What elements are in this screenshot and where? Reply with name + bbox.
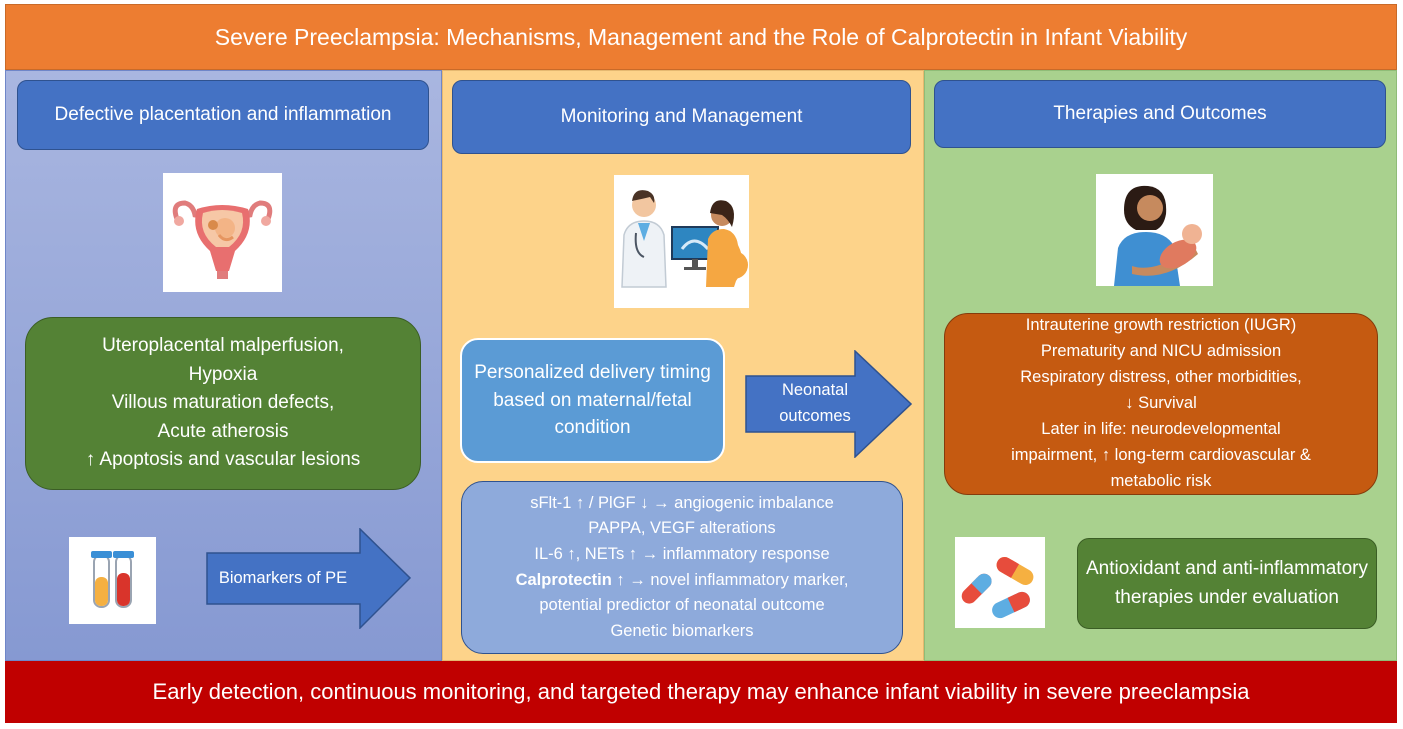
finding-4: Acute atherosis [157,420,289,442]
col3-header-text: Therapies and Outcomes [1053,103,1267,125]
col1-header: Defective placentation and inflammation [17,80,429,150]
biomarker-line-2: PAPPA, VEGF alterations [588,519,776,538]
outcome-line-4: ↓ Survival [1125,394,1197,413]
finding-5: ↑ Apoptosis and vascular lesions [85,449,361,471]
biomarker-line-1: sFlt-1 ↑ / PlGF ↓ → angiogenic imbalance [530,493,834,512]
neonatal-outcomes-box: Intrauterine growth restriction (IUGR) P… [944,313,1378,495]
finding-3: Villous maturation defects, [111,392,335,414]
doctor-ultrasound-icon [614,175,749,308]
neonatal-outcomes-arrow: Neonatal outcomes [745,350,912,458]
outcome-line-6: impairment, ↑ long-term cardiovascular & [1011,445,1311,464]
pills-icon [955,537,1045,628]
footer-text: Early detection, continuous monitoring, … [152,679,1250,704]
therapies-box: Antioxidant and anti-inflammatory therap… [1077,538,1377,629]
blood-tubes-icon [69,537,156,624]
biomarkers-box: sFlt-1 ↑ / PlGF ↓ → angiogenic imbalance… [461,481,903,654]
outcome-line-7: metabolic risk [1110,471,1212,490]
biomarker-line-3: IL-6 ↑, NETs ↑ → inflammatory response [534,544,830,563]
biomarkers-arrow-label: Biomarkers of PE [218,568,348,587]
therapies-text: Antioxidant and anti-inflammatory therap… [1086,558,1368,608]
biomarker-line-4: Calprotectin ↑ → novel inflammatory mark… [462,568,902,594]
calprotectin-description: ↑ → novel inflammatory marker, [611,570,849,589]
title-banner: Severe Preeclampsia: Mechanisms, Managem… [5,4,1397,70]
finding-2: Hypoxia [188,363,258,385]
calprotectin-label: Calprotectin [515,570,612,589]
col3-header: Therapies and Outcomes [934,80,1386,148]
personalized-delivery-box: Personalized delivery timing based on ma… [460,338,725,463]
biomarker-line-6: Genetic biomarkers [610,621,754,640]
mother-infant-icon [1096,174,1213,286]
outcome-line-3: Respiratory distress, other morbidities, [1020,368,1302,387]
outcome-line-1: Intrauterine growth restriction (IUGR) [1025,316,1297,335]
outcome-line-2: Prematurity and NICU admission [1040,342,1282,361]
outcome-line-5: Later in life: neurodevelopmental [1041,419,1281,438]
col1-header-text: Defective placentation and inflammation [54,104,392,126]
title-text: Severe Preeclampsia: Mechanisms, Managem… [214,23,1188,50]
biomarkers-arrow: Biomarkers of PE [206,528,411,629]
footer-banner: Early detection, continuous monitoring, … [5,661,1397,723]
finding-1: Uteroplacental malperfusion, [102,335,344,357]
col2-header: Monitoring and Management [452,80,911,154]
biomarker-line-5: potential predictor of neonatal outcome [539,596,825,615]
uterus-icon [163,173,282,292]
placentation-findings: Uteroplacental malperfusion, Hypoxia Vil… [25,317,421,490]
neonatal-outcomes-label: Neonatal outcomes [779,381,851,425]
col2-header-text: Monitoring and Management [560,106,803,128]
personalized-delivery-text: Personalized delivery timing based on ma… [474,362,711,439]
